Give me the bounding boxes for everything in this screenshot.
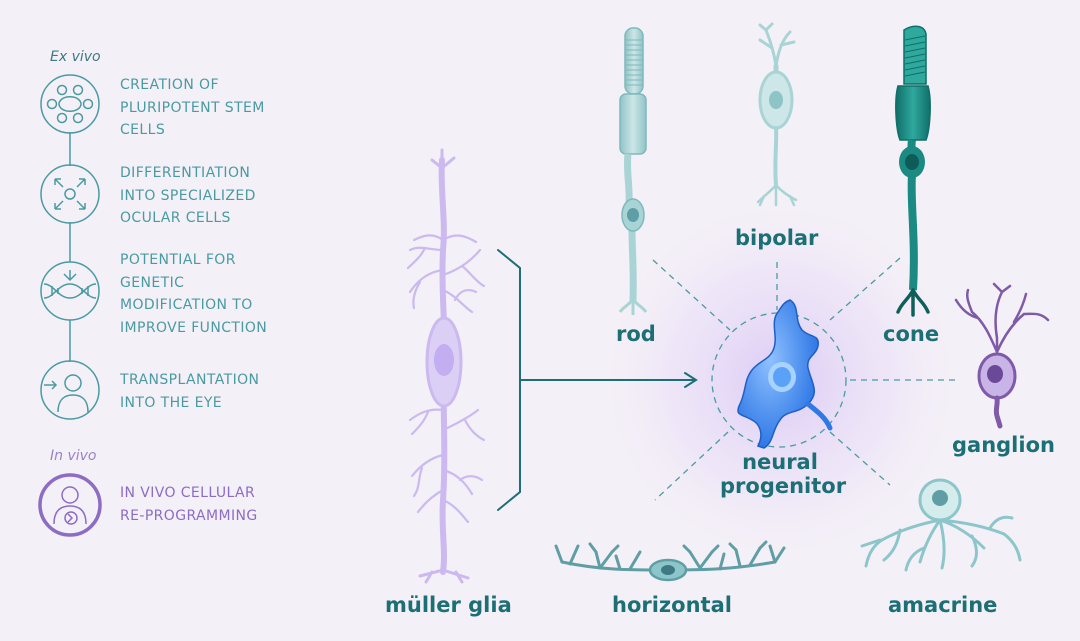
- step-transplantation-label: TRANSPLANTATION INTO THE EYE: [120, 372, 260, 411]
- ex-vivo-title: Ex vivo: [50, 49, 101, 65]
- differentiation-arrows-icon: [40, 164, 100, 224]
- neural-progenitor-cell: [737, 299, 833, 449]
- ganglion-cell: [954, 282, 1050, 429]
- bracket-arrow: [497, 249, 698, 511]
- dna-icon: [40, 261, 100, 321]
- bipolar-cell: [756, 22, 798, 207]
- stem-cells-icon: [40, 74, 100, 134]
- muller-glia-cell: [406, 148, 486, 584]
- step-genetic-modification-label: POTENTIAL FOR GENETIC MODIFICATION TO IM…: [120, 252, 268, 336]
- rod-cell: [618, 27, 648, 315]
- step-stem-cells-label: CREATION OF PLURIPOTENT STEM CELLS: [120, 77, 265, 138]
- label-neural-progenitor: neural progenitor: [720, 450, 847, 498]
- label-horizontal: horizontal: [612, 593, 732, 617]
- label-ganglion: ganglion: [952, 433, 1055, 457]
- amacrine-cell: [860, 478, 1022, 572]
- step-in-vivo-label: IN VIVO CELLULAR RE-PROGRAMMING: [120, 485, 258, 524]
- horizontal-cell: [554, 540, 786, 582]
- dashed-spokes: [652, 257, 955, 501]
- label-amacrine: amacrine: [888, 593, 998, 617]
- cone-cell: [895, 25, 931, 317]
- step-differentiation-label: DIFFERENTIATION INTO SPECIALIZED OCULAR …: [120, 165, 256, 226]
- label-bipolar: bipolar: [735, 226, 819, 250]
- label-cone: cone: [883, 322, 940, 346]
- person-arrow-icon: [40, 360, 100, 420]
- in-vivo-title: In vivo: [50, 448, 97, 464]
- person-reprogramming-icon: [38, 473, 102, 537]
- workflow-panel: [38, 74, 102, 537]
- label-rod: rod: [616, 322, 656, 346]
- label-muller-glia: müller glia: [385, 593, 512, 617]
